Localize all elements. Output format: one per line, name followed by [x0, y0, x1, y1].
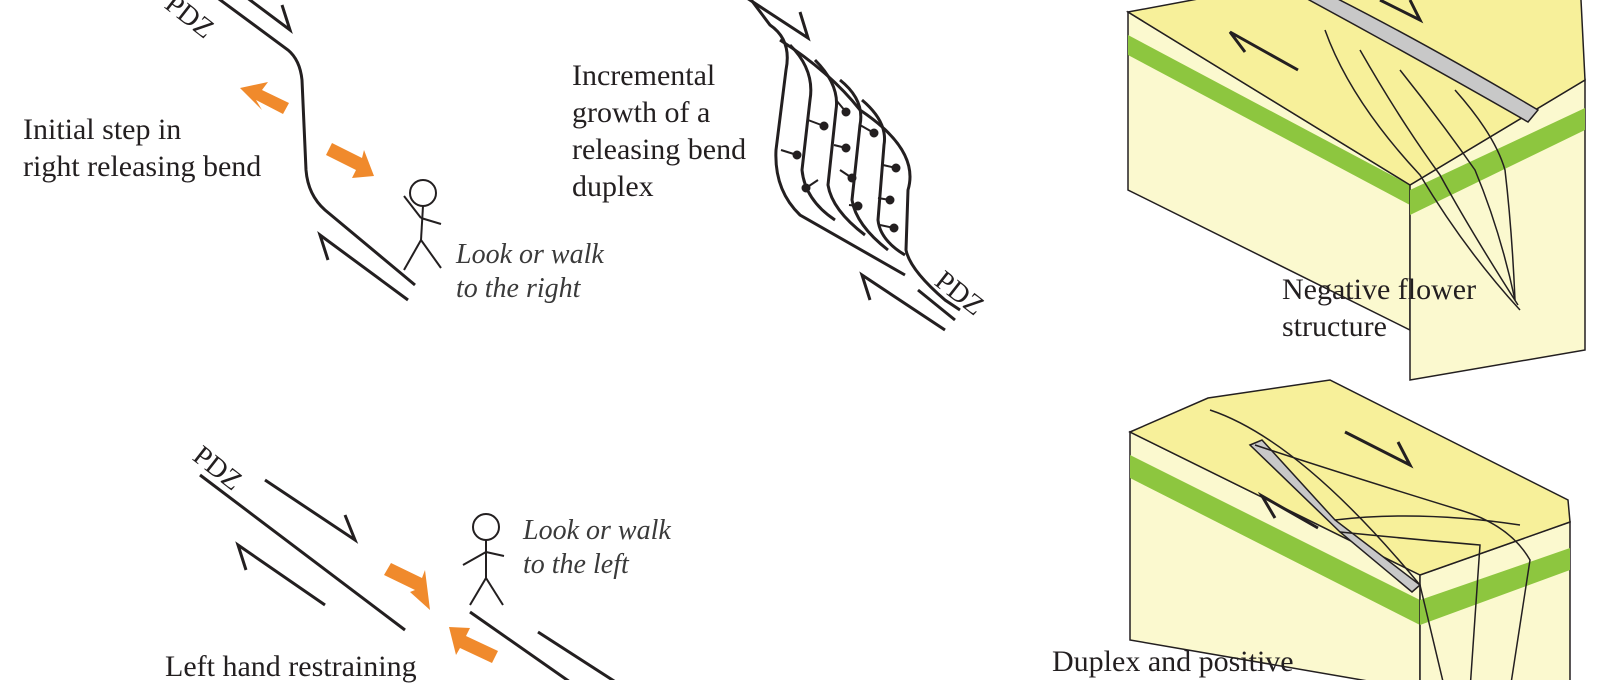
restraining-upper-half-arrow [264, 478, 359, 544]
releasing-duplex-panel [747, 0, 961, 332]
releasing-step-fault-trace [217, 0, 416, 287]
negative-flower-top-half-arrow [1228, 30, 1299, 72]
normal-fault-ticks [780, 99, 901, 233]
positive-flower-green-layer-left [1130, 455, 1420, 625]
positive-flower-top-half-arrow-2 [1257, 491, 1319, 530]
releasing-step-caption: Initial step in right releasing bend [23, 113, 262, 183]
negative-flower-graben-fill [1307, 0, 1540, 123]
duplex-strand-3 [839, 78, 889, 252]
restraining-step-panel [199, 473, 616, 680]
duplex-strand-4 [861, 98, 906, 257]
duplex-outer-fault-left [749, 0, 906, 277]
extension-arrow-right-icon [326, 143, 374, 178]
positive-flower-top-face [1128, 379, 1571, 576]
releasing-duplex-caption: Incremental growth of a releasing bend d… [572, 59, 747, 203]
restraining-step-observer-note: Look or walk to the left [523, 515, 671, 580]
positive-flower-caption: Duplex and positive [1052, 645, 1294, 678]
negative-flower-green-layer-left [1128, 35, 1410, 205]
compression-arrow-down-right-icon [384, 563, 430, 610]
duplex-outer-fault-right [779, 38, 961, 312]
negative-flower-block [1125, 0, 1586, 381]
positive-flower-green-layer-right [1420, 548, 1570, 625]
restraining-lower-half-arrow-left [235, 541, 326, 607]
positive-flower-block [1128, 379, 1571, 680]
restraining-upper-fault [199, 473, 406, 632]
upper-motion-half-arrow [247, 0, 293, 35]
duplex-lower-half-arrow [859, 271, 946, 332]
compression-arrows [384, 563, 498, 663]
lower-motion-half-arrow [317, 231, 409, 302]
restraining-lower-fault [469, 610, 570, 680]
releasing-step-panel [217, 0, 416, 302]
positive-flower-top-half-arrow [1344, 430, 1414, 469]
negative-flower-caption: Negative flower structure [1282, 273, 1477, 343]
duplex-strand-1 [788, 43, 836, 222]
duplex-upper-half-arrow [747, 0, 811, 42]
negative-flower-top-half-arrow-2 [1379, 0, 1424, 24]
restraining-lower-half-arrow [537, 630, 616, 680]
compression-arrow-up-left-icon [449, 627, 498, 663]
restraining-step-caption: Left hand restraining [165, 650, 417, 683]
duplex-strand-2 [813, 58, 866, 237]
negative-flower-green-layer-right [1410, 108, 1585, 215]
duplex-lower-fault [917, 288, 956, 322]
extension-arrows [240, 82, 374, 178]
releasing-step-observer-note: Look or walk to the right [456, 239, 604, 304]
extension-arrow-left-icon [240, 82, 289, 114]
observer-figure-left [462, 513, 505, 606]
observer-figure-right [403, 179, 442, 271]
